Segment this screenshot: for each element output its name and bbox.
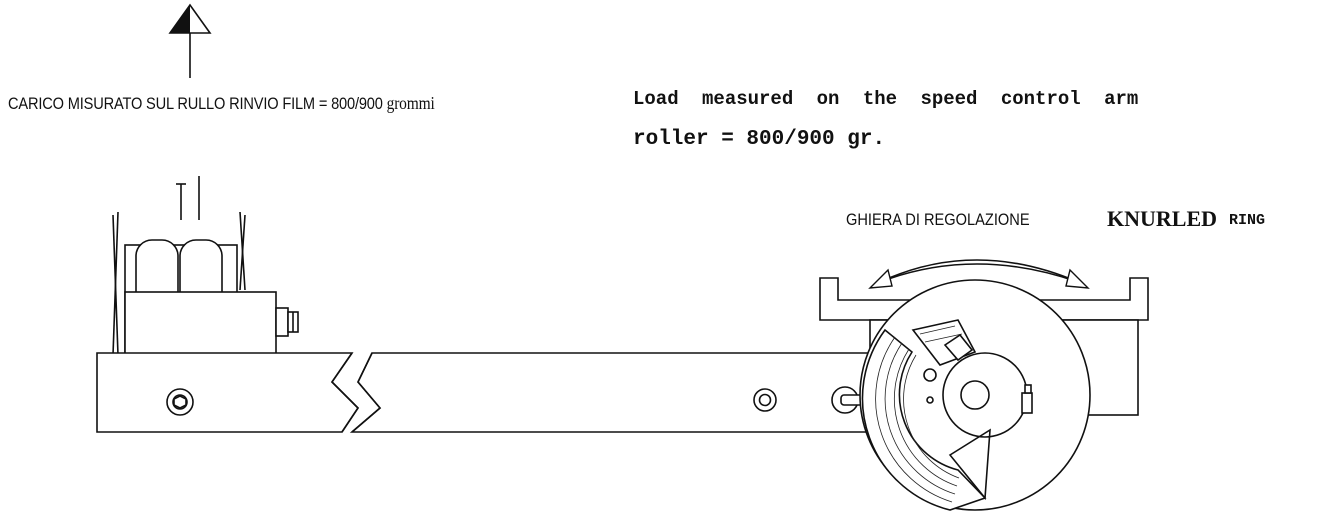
load-label-en-line1: Load measured on the speed control arm: [633, 88, 1139, 110]
load-label-it: CARICO MISURATO SUL RULLO RINVIO FILM = …: [8, 93, 435, 114]
load-label-it-unit: grommi: [386, 93, 435, 113]
bolt-icon: [166, 388, 194, 416]
ring-label-en: RING: [1229, 212, 1266, 229]
speed-control-arm: [96, 352, 876, 433]
roller-icon: [112, 211, 299, 358]
bolt-icon: [753, 388, 777, 412]
arrow-up-icon: [168, 3, 212, 78]
knurled-ring-icon: [859, 279, 1091, 511]
adjust-arrow-icon: [868, 259, 1090, 289]
load-label-it-text: CARICO MISURATO SUL RULLO RINVIO FILM = …: [8, 94, 383, 113]
ring-label-en-bold: KNURLED: [1107, 206, 1218, 231]
ring-label-it: GHIERA DI REGOLAZIONE: [846, 210, 1030, 229]
measure-mark: [176, 176, 200, 220]
load-label-en-line2: roller = 800/900 gr.: [633, 128, 886, 151]
